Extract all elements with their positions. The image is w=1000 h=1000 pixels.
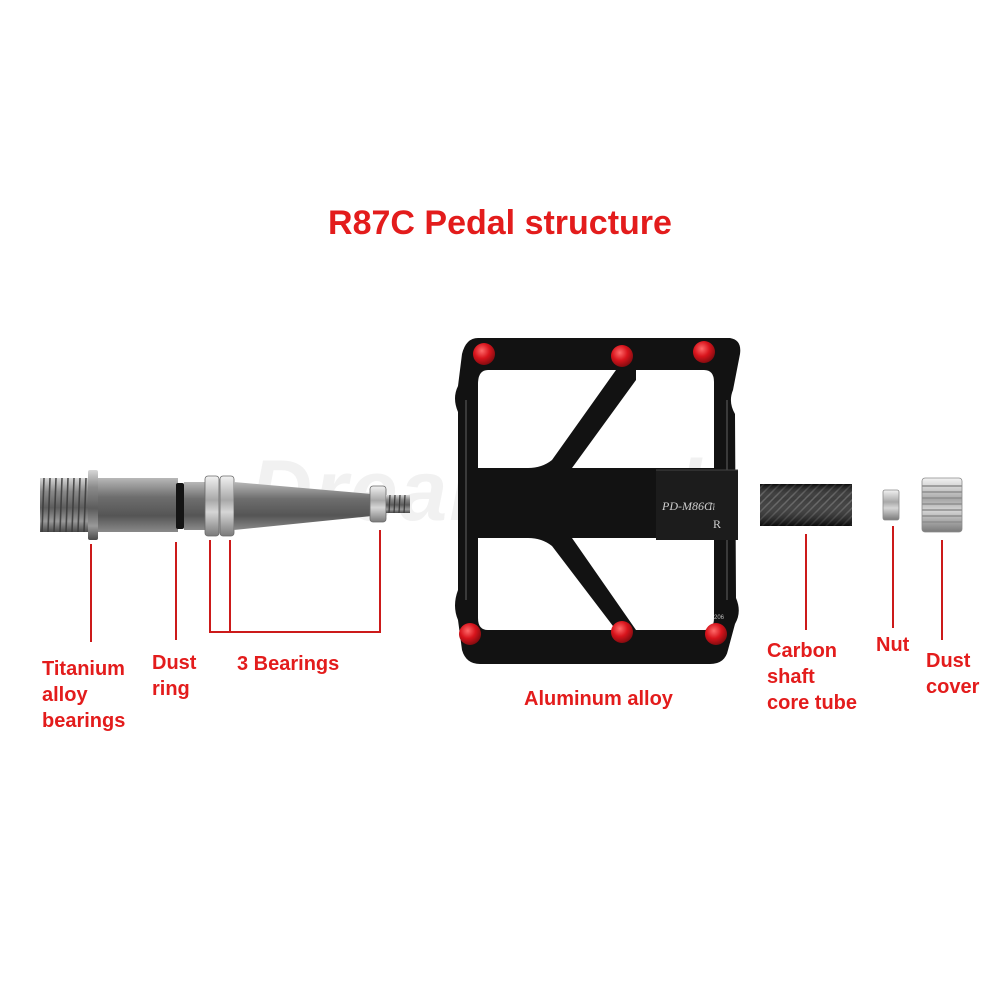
- pin-bottom-left: [459, 623, 481, 645]
- diagram-title: R87C Pedal structure: [328, 204, 672, 242]
- spindle-body: [98, 478, 178, 532]
- label-carbon-shaft-core-tube: Carbon shaft core tube: [767, 640, 858, 714]
- pedal-body: [455, 338, 741, 664]
- label-3-bearings: 3 Bearings: [237, 653, 340, 675]
- carbon-tube: [760, 484, 852, 526]
- pedal-model-marking: PD-M86C: [661, 499, 713, 513]
- pedal-ti-marking: Ti: [708, 502, 716, 512]
- spindle-thread: [40, 477, 90, 533]
- label-dust-ring: Dust ring: [152, 652, 197, 700]
- pin-top-left: [473, 343, 495, 365]
- label-dust-cover: Dust cover: [926, 650, 980, 698]
- leader-bearings-outer: [209, 530, 381, 633]
- dust-cover: [921, 477, 963, 533]
- label-titanium-alloy-bearings: Titanium alloy bearings: [42, 658, 126, 732]
- nut: [882, 489, 900, 521]
- bearing-3: [369, 485, 387, 523]
- pin-bottom-right: [705, 623, 727, 645]
- pin-bottom-center: [611, 621, 633, 643]
- dust-ring: [176, 483, 184, 529]
- pin-top-center: [611, 345, 633, 367]
- pedal-pins: [459, 341, 727, 645]
- leader-lines: [90, 526, 943, 642]
- bearing-2: [219, 475, 235, 537]
- spindle-taper: [234, 482, 372, 530]
- label-aluminum-alloy: Aluminum alloy: [524, 688, 673, 710]
- pedal-side-marking: R: [713, 517, 721, 531]
- spindle: [40, 470, 410, 540]
- bearing-1: [204, 475, 220, 537]
- spindle-flange: [88, 470, 98, 540]
- label-nut: Nut: [876, 634, 910, 656]
- pin-top-right: [693, 341, 715, 363]
- pedal-size-marking: 206: [714, 615, 725, 621]
